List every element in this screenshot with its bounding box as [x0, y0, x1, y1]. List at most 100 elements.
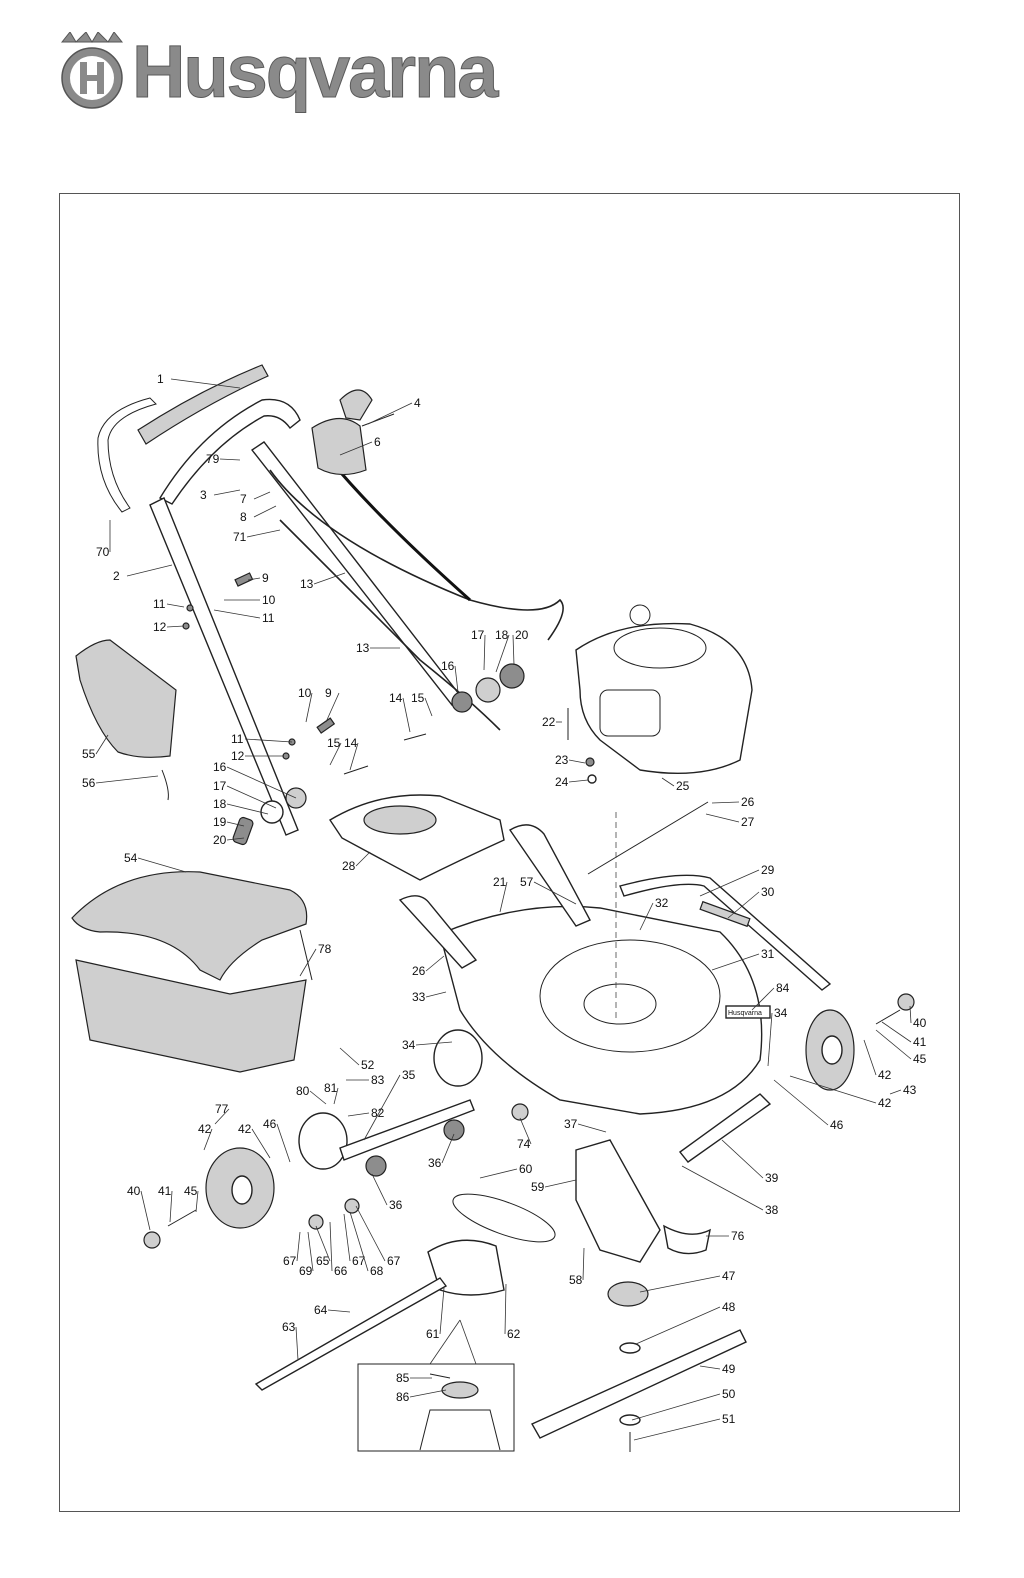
rear-axle-39	[678, 1093, 772, 1163]
callout-leader-c2	[126, 564, 173, 577]
callout-leader-c42c	[203, 1128, 213, 1151]
wheels	[143, 993, 915, 1249]
callout-c16a: 16	[441, 659, 455, 673]
side-discharge-55	[75, 639, 177, 758]
callout-leader-c30	[727, 891, 760, 919]
callout-c55: 55	[82, 747, 96, 761]
chute-76	[663, 1224, 711, 1255]
callout-c68: 68	[370, 1264, 384, 1278]
pinion-74	[511, 1103, 529, 1121]
engine-cover	[613, 627, 707, 669]
bolt-14b	[343, 765, 369, 775]
callout-leader-c82	[347, 1112, 370, 1117]
callout-leader-c43	[889, 1089, 902, 1095]
knob-9	[234, 572, 254, 587]
decal-84	[725, 1005, 771, 1019]
callout-c36b: 36	[389, 1198, 403, 1212]
callout-c31: 31	[761, 947, 775, 961]
blade-49	[531, 1329, 747, 1439]
pin-85	[429, 1373, 451, 1379]
hubcap-40b	[143, 1231, 161, 1249]
upper-handle	[159, 398, 301, 505]
callout-leader-c28	[355, 851, 371, 867]
callout-leader-c42a	[863, 1039, 877, 1076]
callout-c15b: 15	[327, 736, 341, 750]
axle-35	[339, 1099, 475, 1161]
callout-leader-c15b	[329, 742, 342, 766]
callout-c17a: 17	[471, 628, 485, 642]
callout-leader-c46b	[773, 1079, 829, 1126]
callout-leader-c4	[367, 402, 413, 425]
callout-leader-c14b	[349, 742, 359, 771]
callout-c36a: 36	[428, 1156, 442, 1170]
bail-bar	[97, 397, 157, 513]
callout-c26b: 26	[412, 964, 426, 978]
callout-c9a: 9	[262, 571, 269, 585]
nut-23	[585, 757, 595, 767]
callout-c86: 86	[396, 1390, 410, 1404]
pinion-65	[308, 1214, 324, 1230]
spring-56	[161, 769, 169, 801]
callout-c10b: 10	[298, 686, 312, 700]
callout-c85: 85	[396, 1371, 410, 1385]
callout-leader-c25	[661, 777, 675, 787]
callout-c43: 43	[903, 1083, 917, 1097]
callout-c19: 19	[213, 815, 227, 829]
callout-leader-c9a	[247, 577, 261, 581]
handle-bar-right	[250, 441, 464, 706]
callout-c42d: 42	[238, 1122, 252, 1136]
callout-c74: 74	[517, 1137, 531, 1151]
callout-c83: 83	[371, 1073, 385, 1087]
callout-leader-c16a	[454, 665, 459, 693]
callout-leader-c60	[479, 1168, 518, 1179]
callout-leader-c20a	[512, 634, 515, 666]
callout-leader-c38	[681, 1165, 764, 1211]
gearbox-detail-inset	[357, 1319, 515, 1452]
callout-c40b: 40	[127, 1184, 141, 1198]
callout-c20b: 20	[213, 833, 227, 847]
callout-c26a: 26	[741, 795, 755, 809]
brand-wordmark: Husqvarna	[131, 30, 498, 113]
callout-leader-c68	[349, 1211, 369, 1272]
deck-shell	[439, 905, 763, 1115]
callout-c48: 48	[722, 1300, 736, 1314]
callout-c24: 24	[555, 775, 569, 789]
drive-belt-60	[452, 1193, 556, 1243]
handle-grip	[137, 364, 269, 445]
callout-leader-c58	[582, 1247, 585, 1281]
knob-9b	[316, 717, 336, 734]
callout-c42a: 42	[878, 1068, 892, 1082]
pinion-68	[344, 1198, 360, 1214]
callout-leader-c47	[639, 1275, 721, 1293]
callout-c7: 7	[240, 492, 247, 506]
callout-c54: 54	[124, 851, 138, 865]
callout-c9b: 9	[325, 686, 332, 700]
washer-24	[587, 774, 597, 784]
callout-c41a: 41	[913, 1035, 927, 1049]
callout-c11a: 11	[153, 597, 166, 611]
callout-c38: 38	[765, 1203, 779, 1217]
callout-c14b: 14	[344, 736, 358, 750]
callout-c80: 80	[296, 1084, 310, 1098]
drive-gear-disc-2	[433, 1029, 483, 1087]
callout-c70: 70	[96, 545, 110, 559]
callout-leader-c84	[751, 987, 775, 1011]
callout-leader-c26b	[425, 955, 445, 972]
callout-leader-c51	[633, 1418, 721, 1441]
bolt-14	[403, 733, 427, 741]
callout-c81: 81	[324, 1081, 338, 1095]
washer-48	[619, 1342, 641, 1354]
drive-shaft-63	[254, 1277, 448, 1391]
hubcap-40	[897, 993, 915, 1011]
catcher-frame-78	[299, 929, 313, 981]
bolt-41b	[167, 1209, 197, 1227]
callout-leader-c48	[635, 1306, 721, 1345]
wheel-hub-right	[821, 1035, 843, 1065]
callout-leader-c49	[699, 1365, 721, 1370]
callout-leader-c8	[253, 505, 277, 518]
callout-c45a: 45	[913, 1052, 927, 1066]
callout-leader-c7	[253, 491, 271, 500]
washer-50	[619, 1414, 641, 1426]
callout-leader-c74	[519, 1117, 532, 1145]
blade-assembly	[531, 1281, 747, 1452]
